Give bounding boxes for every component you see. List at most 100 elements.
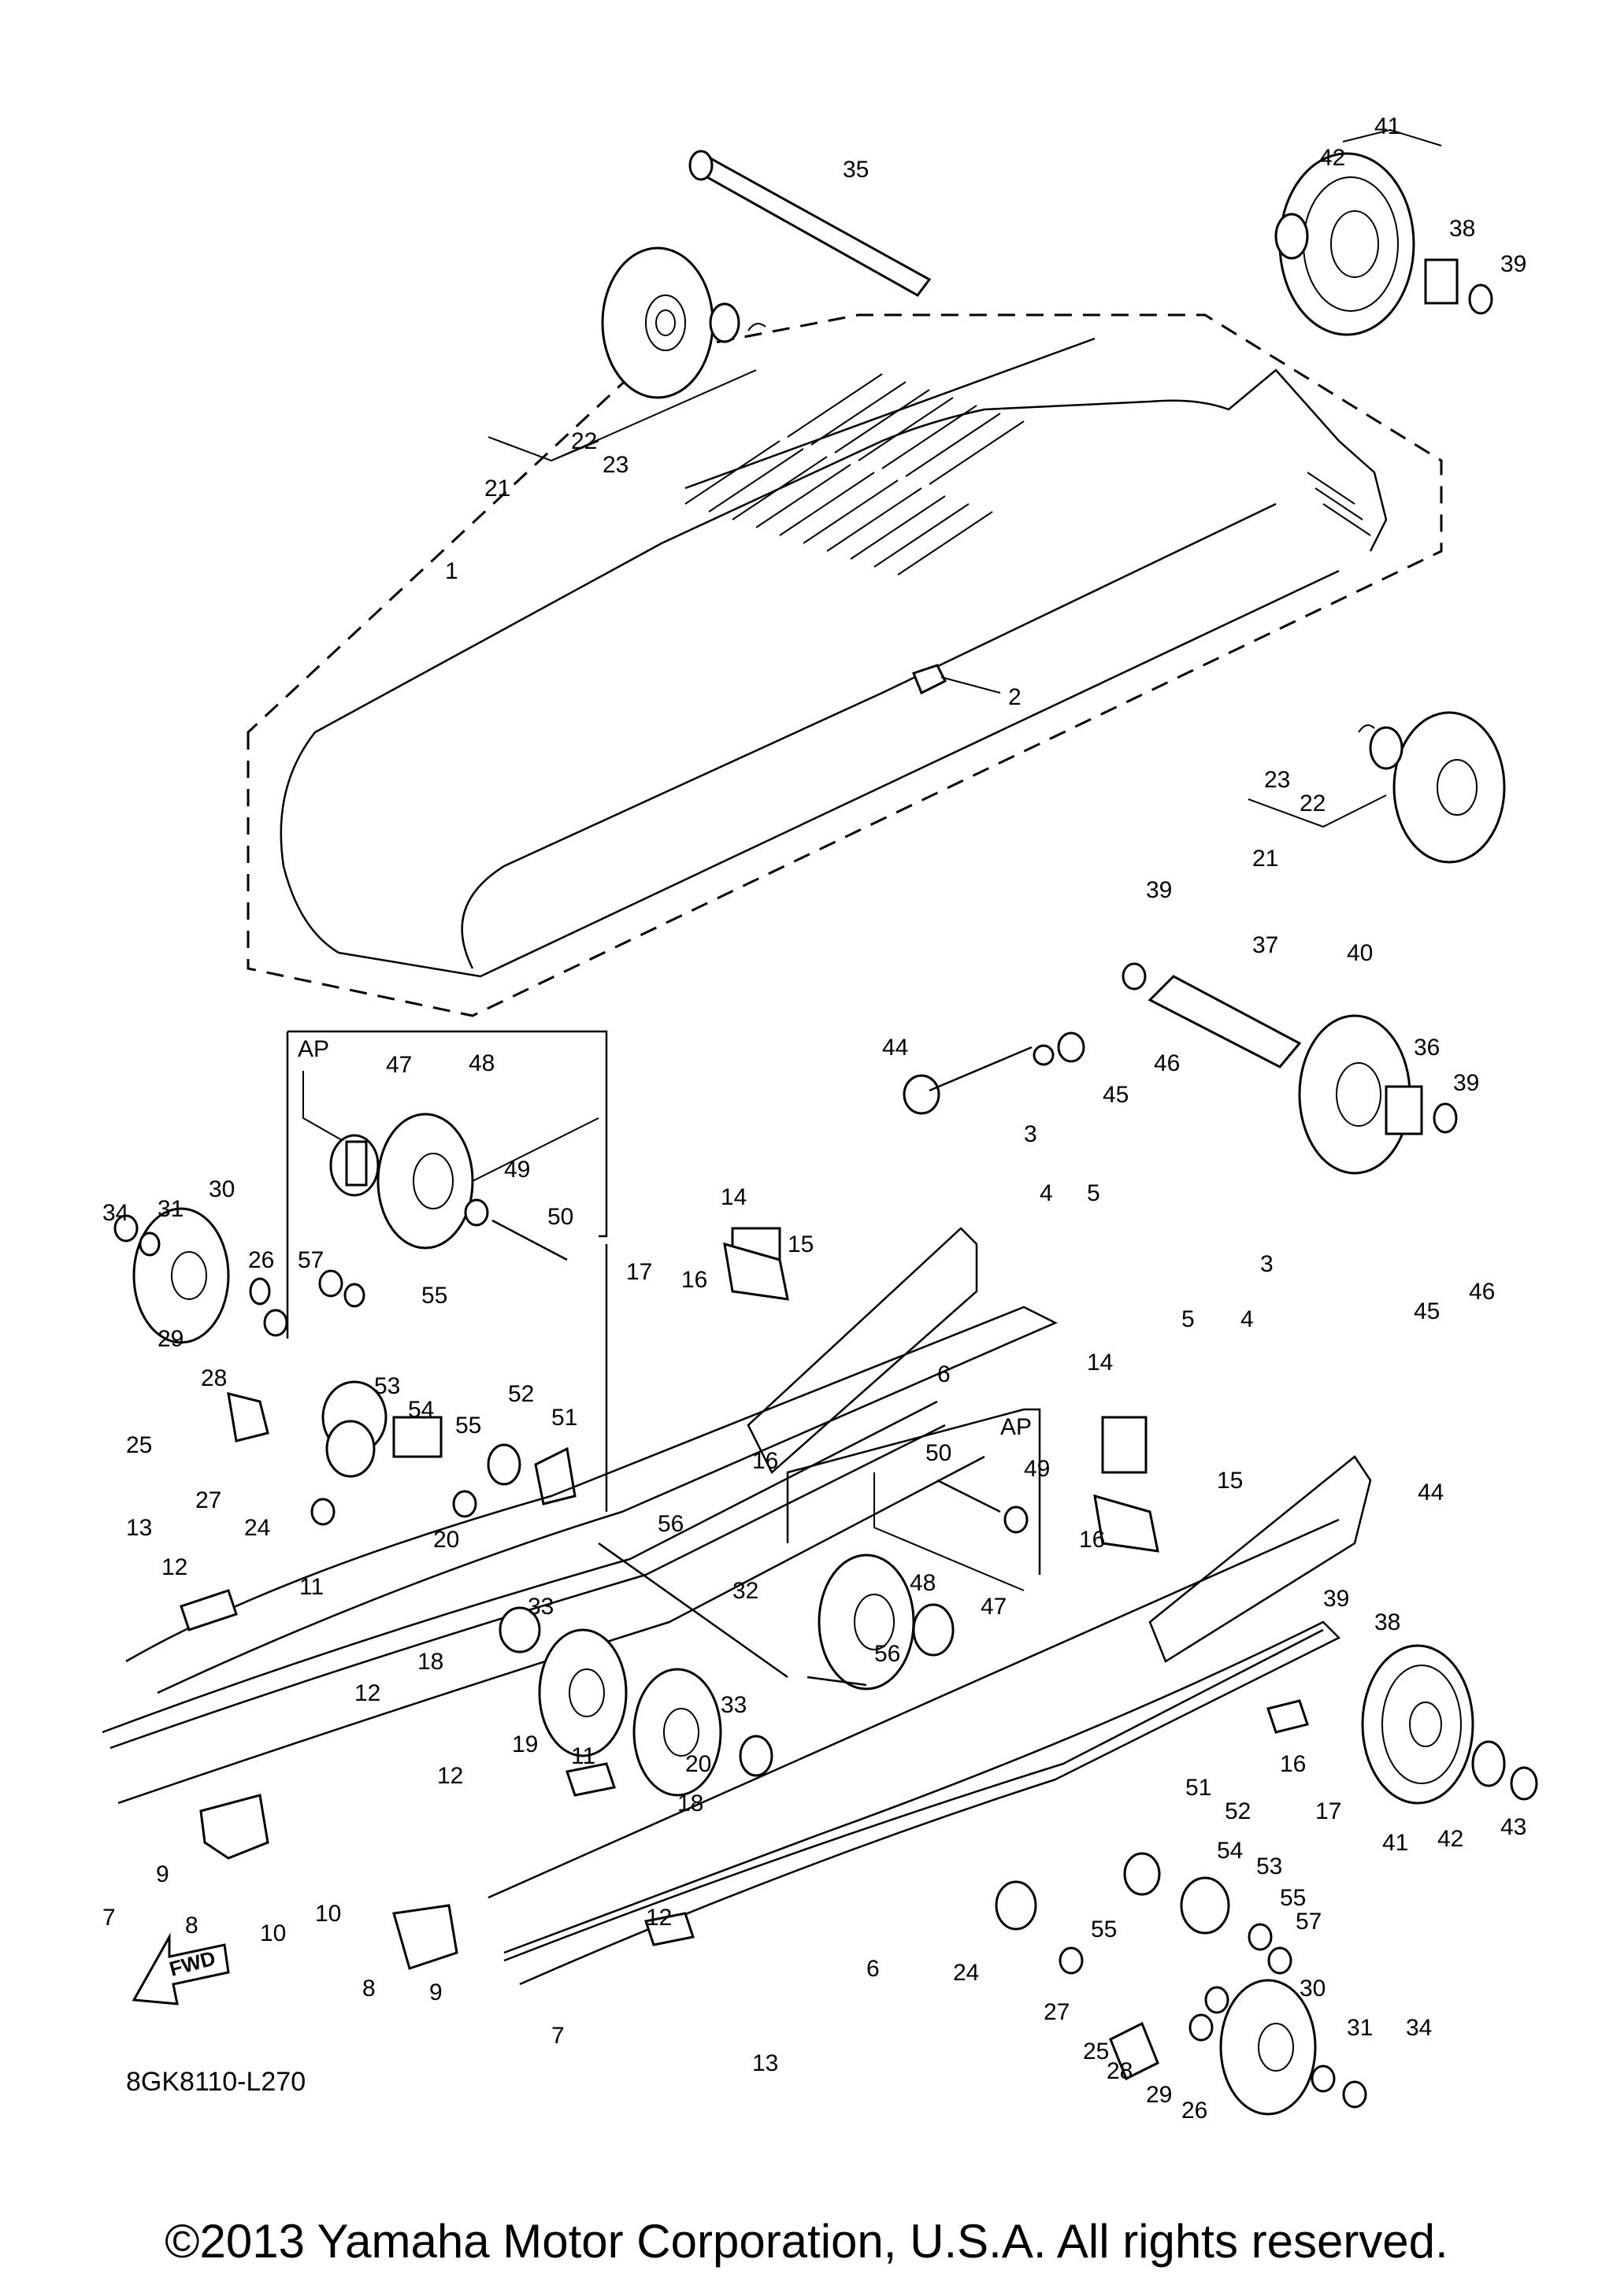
callout-12: 12 [161,1554,187,1580]
callout-41: 41 [1374,113,1400,139]
callout-13b: 13 [752,2050,778,2076]
callout-57: 57 [298,1247,324,1273]
callout-16d: 16 [1280,1751,1306,1777]
callout-14: 14 [721,1184,747,1210]
callout-9b: 9 [429,1979,443,2005]
callout-47b: 47 [981,1594,1007,1620]
callout-26b: 26 [1181,2098,1207,2124]
wheel-40 [1298,1014,1458,1175]
callout-46: 46 [1154,1050,1180,1076]
callout-29b: 29 [1146,2082,1172,2108]
wheel-left-top [601,246,766,399]
callout-41b: 41 [1382,1830,1408,1856]
callout-28: 28 [201,1365,227,1391]
callout-42b: 42 [1437,1826,1463,1852]
callout-6: 6 [937,1361,951,1387]
callout-18: 18 [417,1649,443,1675]
callout-24b: 24 [953,1960,979,1986]
callout-55: 55 [421,1283,447,1309]
callout-31b: 31 [1347,2015,1373,2041]
callout-53b: 53 [1256,1853,1282,1879]
clip-2 [912,664,1001,695]
ap-box-right [786,1408,1041,1591]
callout-18b: 18 [677,1791,703,1816]
callout-28b: 28 [1107,2058,1133,2084]
callout-23: 23 [603,452,629,478]
callout-38b: 38 [1374,1609,1400,1635]
callout-39b: 39 [1146,877,1172,903]
callout-19: 19 [512,1731,538,1757]
callout-53: 53 [374,1373,400,1399]
callout-46b: 46 [1469,1279,1495,1305]
callout-16: 16 [681,1267,707,1293]
shaft-35 [688,150,932,297]
callout-30b: 30 [1300,1976,1326,2002]
callout-16c: 16 [1079,1527,1105,1553]
callout-7: 7 [102,1905,116,1931]
callout-4b: 4 [1240,1306,1254,1332]
callout-42: 42 [1319,145,1345,171]
callout-39c: 39 [1453,1070,1479,1096]
copyright-notice: ©2013 Yamaha Motor Corporation, U.S.A. A… [165,2215,1448,2268]
callout-57b: 57 [1296,1909,1322,1935]
callout-26: 26 [248,1247,274,1273]
callout-4: 4 [1040,1180,1053,1206]
callout-55d: 55 [1091,1916,1117,1942]
callout-22b: 22 [1300,791,1326,817]
fwd-arrow-icon [132,1932,230,2005]
callout-32: 32 [732,1578,758,1604]
callout-24: 24 [244,1515,270,1541]
ap-label-right: AP [1000,1414,1032,1440]
callout-17b: 17 [1315,1798,1341,1824]
callout-20b: 20 [685,1751,711,1777]
callout-10: 10 [260,1920,286,1946]
right-frame-14 [1093,1416,1372,1663]
callout-55b: 55 [455,1413,481,1439]
callout-3b: 3 [1260,1251,1274,1277]
callout-12c: 12 [437,1763,463,1789]
callout-50: 50 [547,1204,573,1230]
callout-52: 52 [508,1381,534,1407]
wheel-41-bottom [1361,1644,1538,1805]
callout-43: 43 [1500,1814,1526,1840]
bracket-21-right [1248,794,1387,828]
callout-51: 51 [551,1405,577,1431]
callout-48b: 48 [910,1570,936,1596]
callout-21b: 21 [1252,846,1278,872]
track-cleats [684,373,1371,576]
callout-39: 39 [1500,251,1526,277]
callout-55c: 55 [1280,1885,1306,1911]
ap-right-parts [806,1479,1029,1691]
wheel-30-left [113,1207,288,1344]
callout-17: 17 [626,1259,652,1285]
callout-5: 5 [1087,1180,1100,1206]
part-callouts: 35 41 42 38 39 22 23 21 1 2 23 22 21 39 … [102,113,1526,2124]
bracket-21-top [488,369,757,462]
callout-2: 2 [1008,684,1022,710]
callout-7b: 7 [551,2023,565,2049]
callout-5b: 5 [1181,1306,1195,1332]
wheel-right-top [1274,152,1493,336]
callout-48: 48 [469,1050,495,1076]
callout-21: 21 [484,476,510,502]
left-frame-14 [723,1227,978,1475]
callout-45: 45 [1103,1082,1129,1108]
callout-33: 33 [528,1594,554,1620]
callout-36: 36 [1414,1035,1440,1061]
callout-56b: 56 [874,1641,900,1667]
callout-12d: 12 [646,1905,672,1931]
callout-29: 29 [158,1326,184,1352]
callout-51b: 51 [1185,1775,1211,1801]
track-dashed-outline [247,313,1443,1017]
callout-39d: 39 [1323,1586,1349,1612]
callout-33b: 33 [721,1692,747,1718]
callout-3: 3 [1024,1121,1037,1147]
callout-34: 34 [102,1200,128,1226]
callout-47: 47 [386,1052,412,1078]
axle-37 [1122,962,1302,1068]
callout-16b: 16 [752,1448,778,1474]
ap-label-left: AP [298,1036,329,1062]
wheel-mid-right [1358,711,1506,864]
callout-37: 37 [1252,932,1278,958]
wheel-30-right [1188,1979,1367,2116]
